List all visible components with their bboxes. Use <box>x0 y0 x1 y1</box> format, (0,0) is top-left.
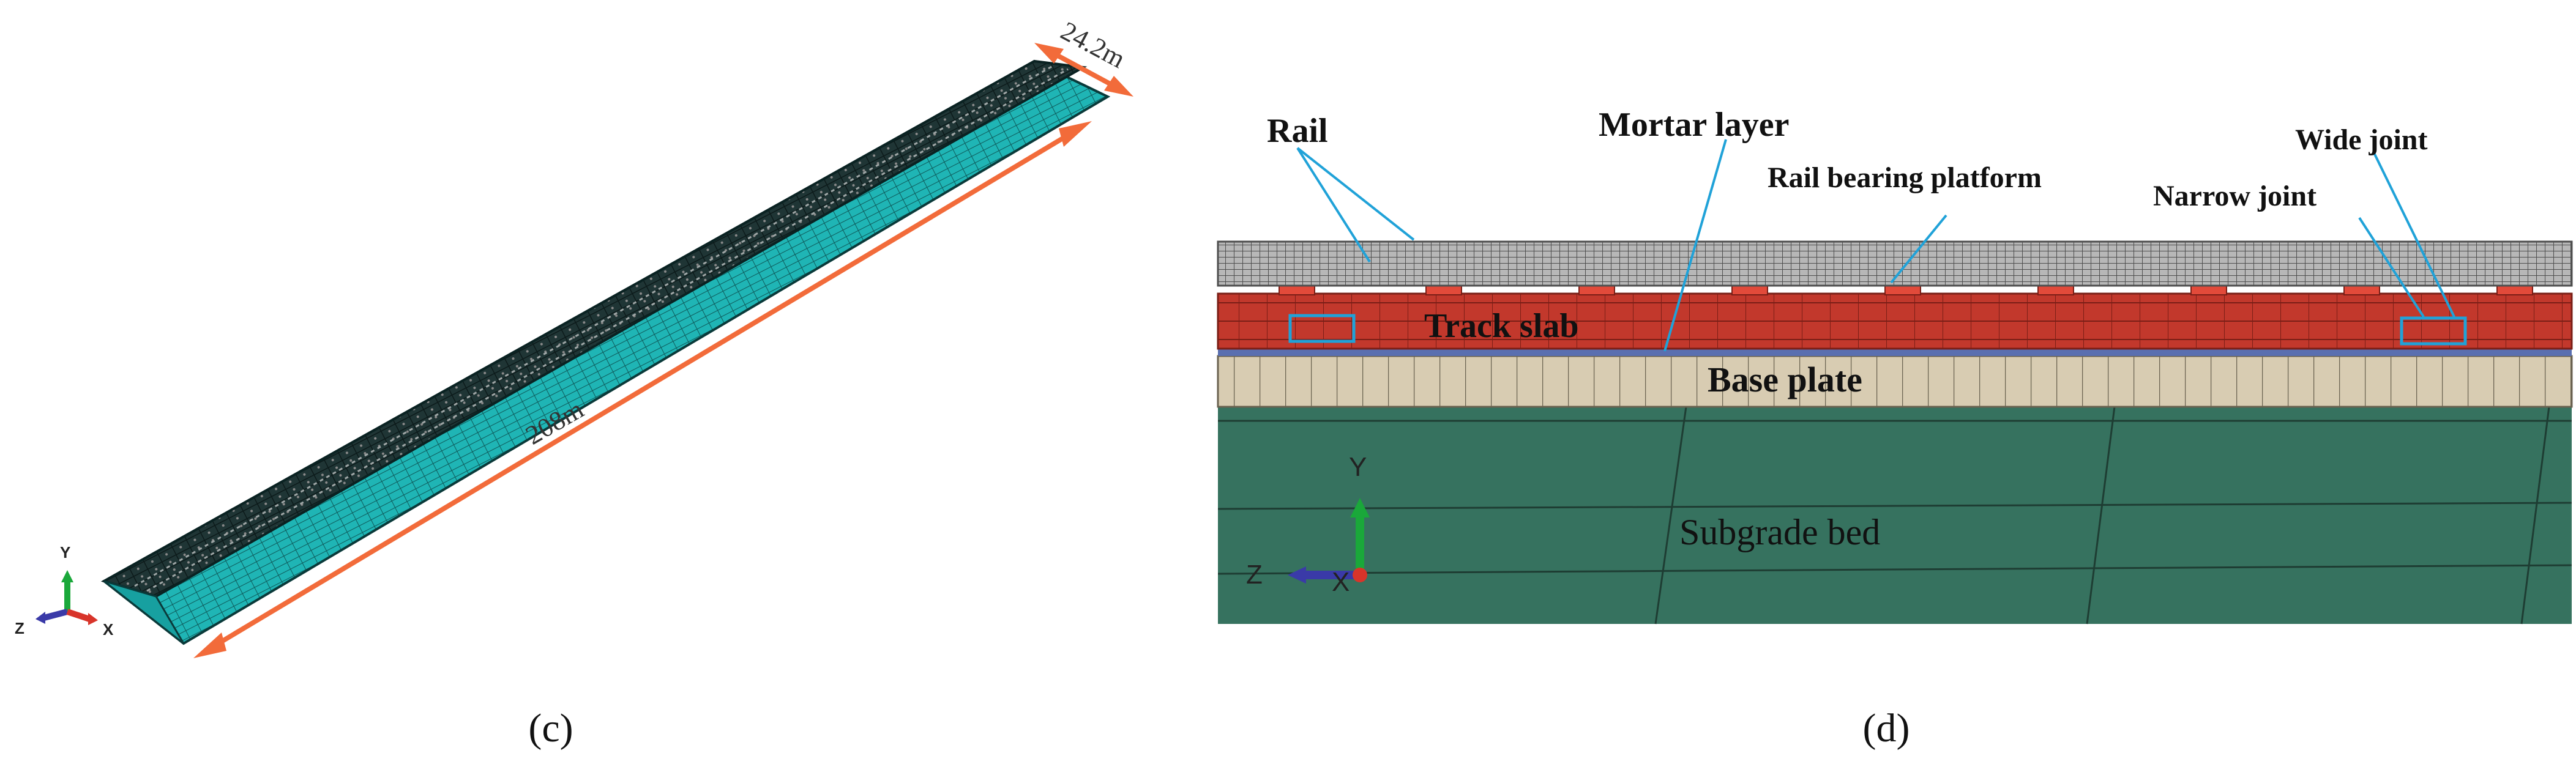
caption-d: (d) <box>1863 706 1910 751</box>
track-model-end-face <box>103 580 185 645</box>
label-narrow-joint: Narrow joint <box>2153 180 2317 212</box>
triad-d-y-label: Y <box>1349 452 1367 482</box>
track-model-top-face <box>100 59 1088 598</box>
label-mortar-layer: Mortar layer <box>1599 106 1789 144</box>
base-plate-layer <box>1217 355 2573 408</box>
coordinate-triad-icon: Y Z X <box>15 543 114 639</box>
label-subgrade-bed: Subgrade bed <box>1679 512 1880 552</box>
coordinate-triad-icon: Y Z X <box>1246 452 1370 597</box>
triad-x-label: X <box>103 620 114 639</box>
panel-d: Rail Mortar layer Rail bearing platform … <box>1217 106 2573 751</box>
caption-c: (c) <box>528 706 573 751</box>
triad-d-x-label: X <box>1332 567 1350 597</box>
track-model-3d <box>100 59 1111 645</box>
subgrade-bed-layer <box>1217 406 2572 625</box>
rail-bearing-platforms <box>1279 284 2533 295</box>
label-rail: Rail <box>1267 112 1328 150</box>
panel-c: 208m 24.2m Y Z X (c) <box>15 16 1133 751</box>
track-slab-layer <box>1217 292 2573 350</box>
wide-joint-box <box>2400 316 2467 346</box>
triad-d-z-label: Z <box>1246 560 1263 590</box>
track-model-side-face <box>102 59 1111 645</box>
width-dimension-arrow <box>1034 43 1133 97</box>
leader-lines <box>1296 139 2455 352</box>
mortar-layer-band <box>1218 349 2572 356</box>
label-track-slab: Track slab <box>1424 307 1579 345</box>
length-dimension-arrow <box>193 121 1092 658</box>
label-rail-bearing-platform: Rail bearing platform <box>1768 161 2042 194</box>
narrow-joint-box <box>1288 314 1356 343</box>
triad-z-label: Z <box>15 619 24 637</box>
label-base-plate: Base plate <box>1708 360 1862 399</box>
triad-y-label: Y <box>60 543 70 562</box>
label-wide-joint: Wide joint <box>2295 124 2427 156</box>
